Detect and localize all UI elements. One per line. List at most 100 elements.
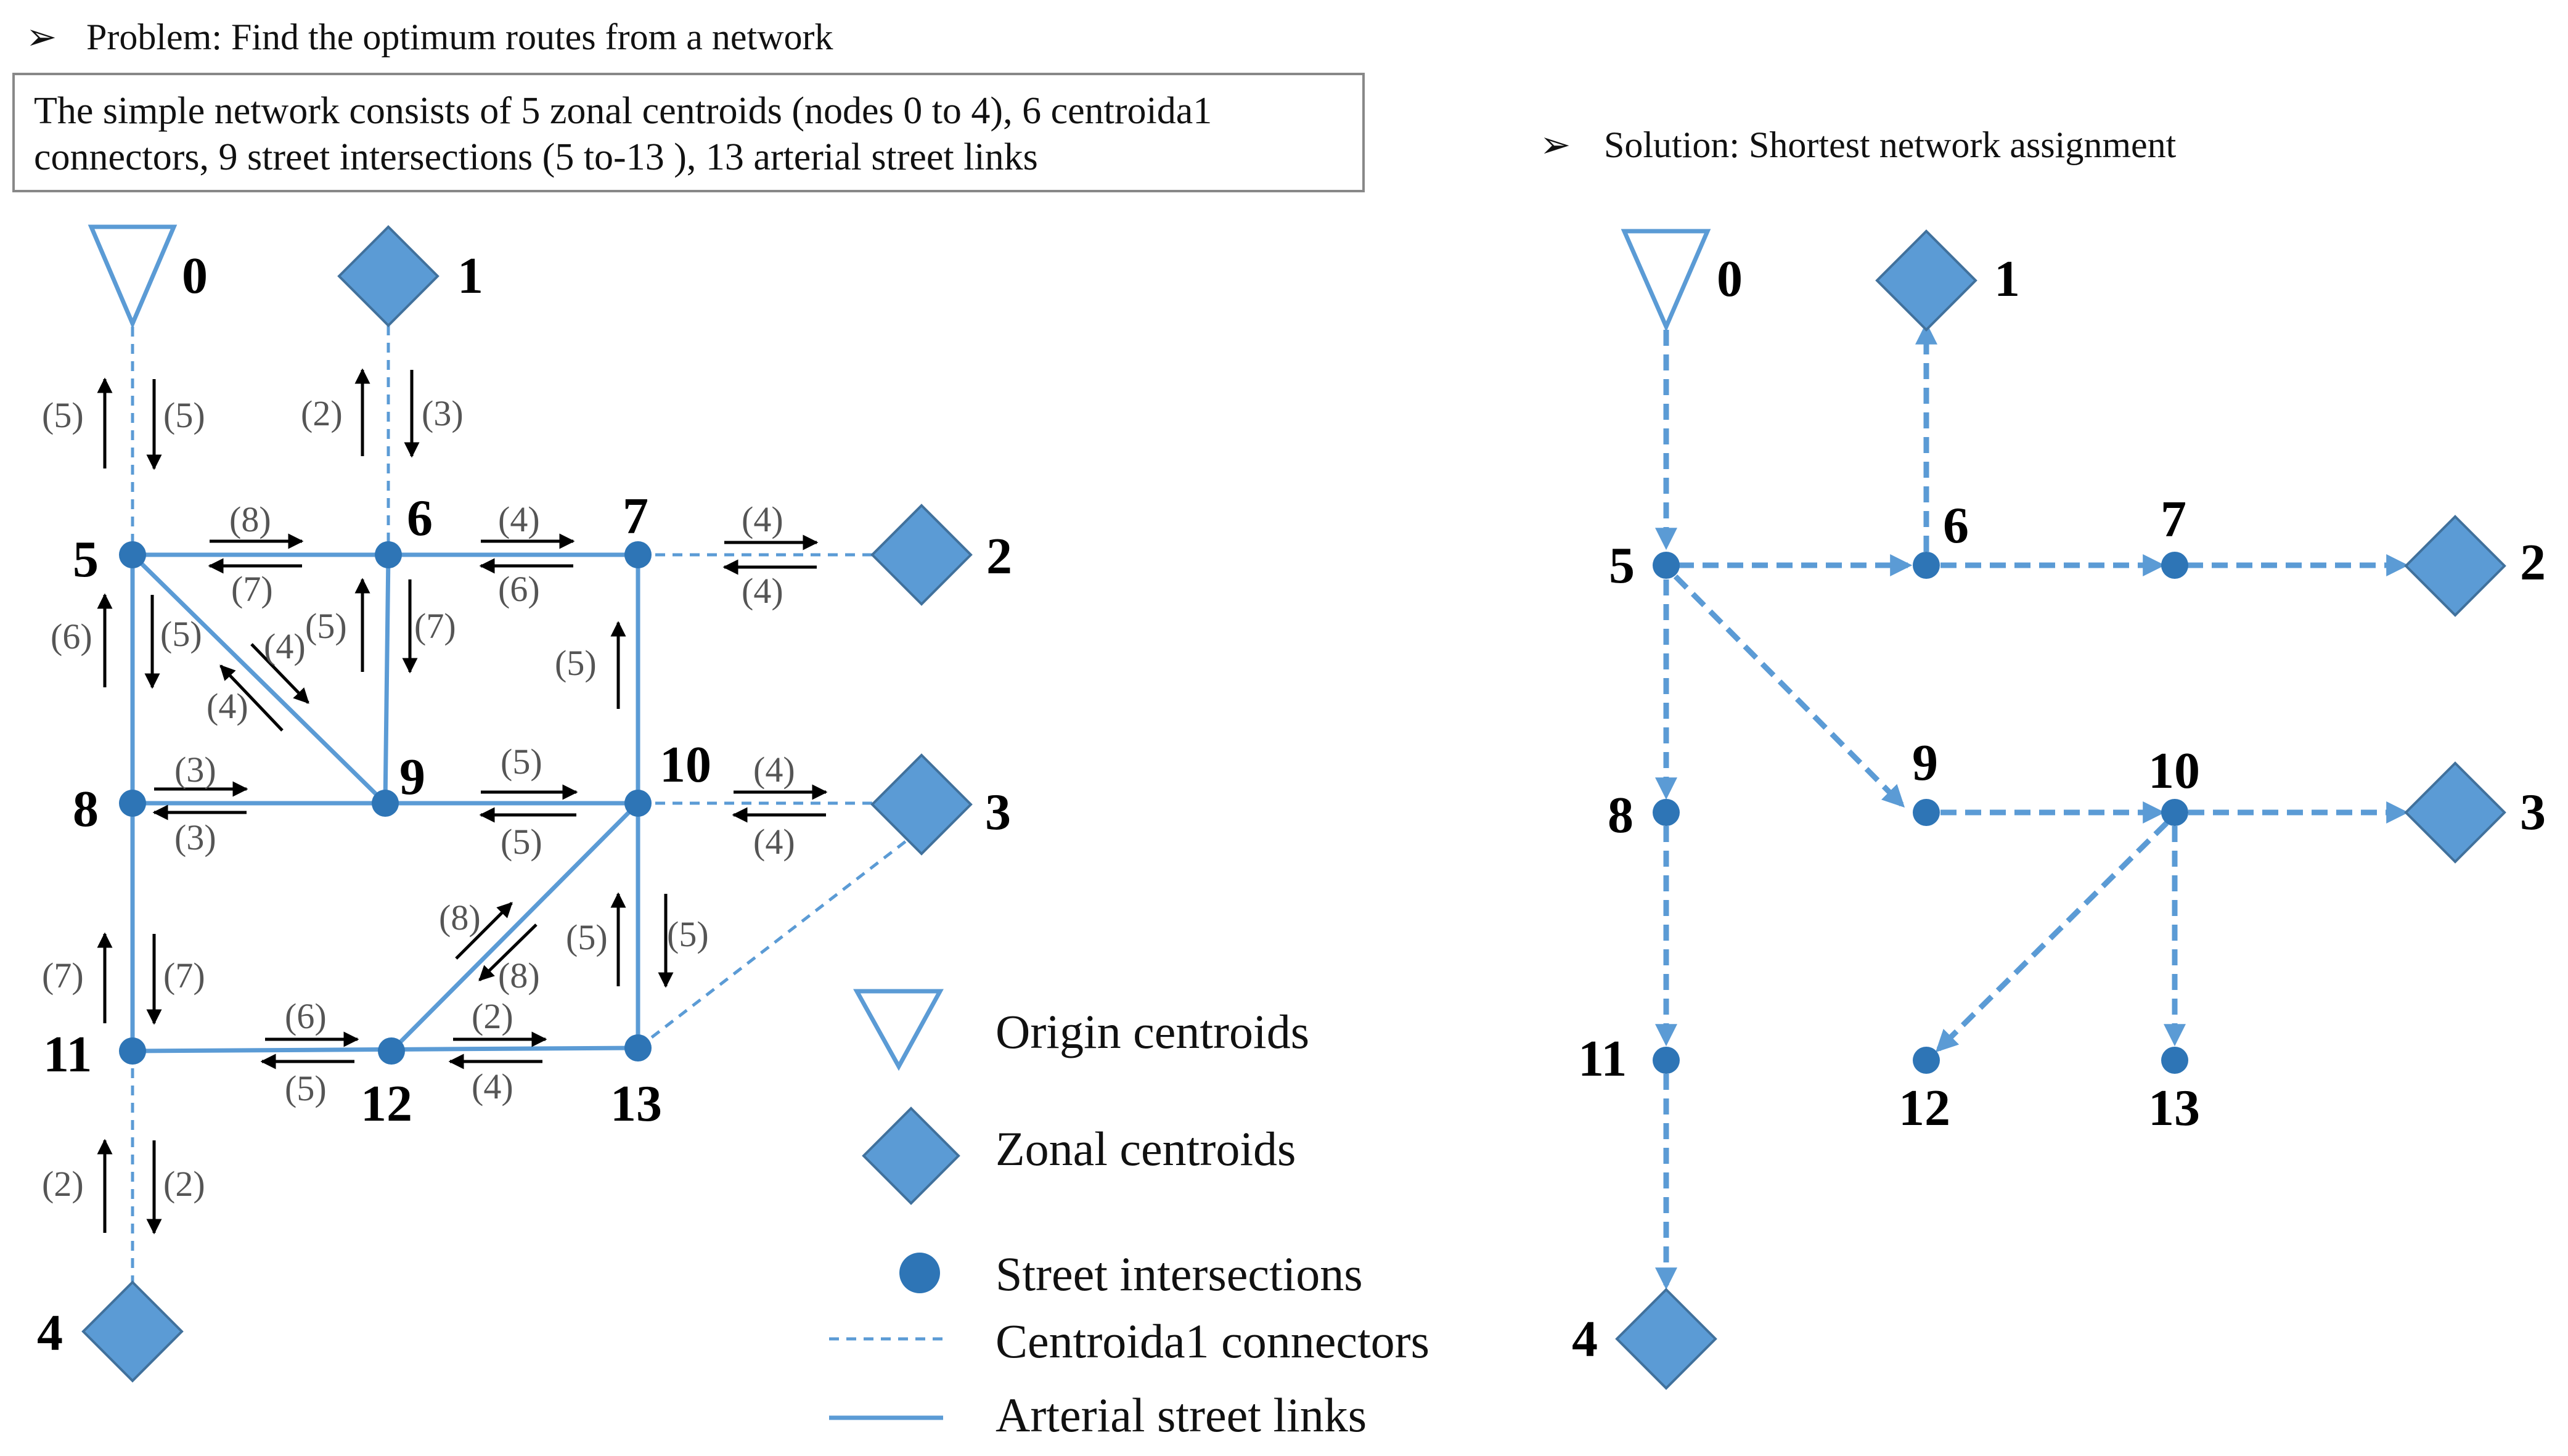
intersection-5	[119, 541, 146, 568]
weight-5-8-down: (5)	[160, 614, 202, 654]
solution-node-label-3: 3	[2520, 783, 2546, 841]
weight-10-13-up: (5)	[566, 917, 608, 957]
solution-intersection-7	[2161, 552, 2188, 579]
solution-node-label-12: 12	[1899, 1079, 1950, 1137]
node-label-12: 12	[361, 1075, 412, 1132]
solution-intersection-12	[1913, 1047, 1940, 1074]
weight-8-11-up: (7)	[42, 955, 84, 996]
legend-connectors-label: Centroida1 connectors	[996, 1314, 1429, 1368]
weight-6-7-back: (6)	[498, 569, 540, 609]
solution-intersection-11	[1653, 1047, 1680, 1074]
legend-intersection-symbol	[899, 1253, 940, 1293]
solution-intersection-5	[1653, 552, 1680, 579]
legend-origin-label: Origin centroids	[996, 1005, 1309, 1058]
weight-10-13-down: (5)	[667, 914, 709, 954]
solution-heading: Solution: Shortest network assignment	[1604, 125, 2177, 165]
problem-bullet: ➢	[26, 17, 57, 57]
solution-network: 0 1 2 3 4 5 6 7 8 9 10 11 12 13	[1572, 229, 2546, 1390]
solution-zonal-centroid-2	[2404, 515, 2506, 617]
solution-intersection-9	[1913, 799, 1940, 826]
node-label-9: 9	[399, 748, 425, 806]
node-label-6: 6	[407, 489, 433, 547]
weight-6-7-fwd: (4)	[498, 499, 540, 539]
solution-zonal-centroid-3	[2404, 761, 2506, 864]
weight-8-11-down: (7)	[163, 955, 205, 996]
weight-c10-3-back: (4)	[753, 822, 795, 862]
arrow-5-to-9	[250, 643, 309, 704]
legend-zonal-label: Zonal centroids	[996, 1122, 1296, 1176]
solution-node-label-2: 2	[2520, 534, 2546, 591]
node-label-11: 11	[43, 1026, 92, 1083]
node-label-0: 0	[182, 247, 208, 305]
solution-node-label-7: 7	[2161, 491, 2186, 548]
weight-5-9-down: (4)	[207, 686, 248, 726]
solution-intersection-8	[1653, 799, 1680, 826]
legend: Origin centroids Zonal centroids Street …	[829, 989, 1429, 1442]
weight-5-8-up: (6)	[51, 616, 92, 656]
description-line-1: The simple network consists of 5 zonal c…	[34, 90, 1212, 132]
solution-node-label-5: 5	[1609, 537, 1635, 594]
intersection-11	[119, 1037, 146, 1065]
solution-node-label-10: 10	[2148, 742, 2200, 800]
zonal-centroid-4	[81, 1280, 184, 1383]
solution-node-label-4: 4	[1572, 1311, 1598, 1368]
weight-5-9-up: (4)	[264, 626, 306, 666]
link-weights: (5) (5) (2) (3) (8) (7) (4) (6) (4) (4) …	[42, 393, 795, 1204]
weight-c1-6-up: (2)	[301, 393, 343, 433]
intersection-6	[375, 541, 402, 568]
weight-11-12-fwd: (6)	[285, 996, 327, 1036]
solution-zonal-centroid-1	[1875, 229, 1977, 332]
node-label-2: 2	[986, 528, 1012, 585]
problem-network: 0 1 2 3 4 5 6 7 8 9 10 11 12 13	[37, 224, 1012, 1383]
solution-origin-centroid-0	[1621, 229, 1711, 332]
intersection-8	[119, 790, 146, 817]
solution-node-label-6: 6	[1943, 497, 1969, 554]
legend-arterial-label: Arterial street links	[996, 1388, 1367, 1442]
weight-8-9-back: (3)	[174, 817, 216, 857]
weight-c7-2-fwd: (4)	[742, 499, 783, 539]
problem-heading: Problem: Find the optimum routes from a …	[86, 17, 833, 57]
legend-zonal-symbol	[862, 1106, 960, 1205]
weight-11-12-back: (5)	[285, 1068, 327, 1108]
link-6-9	[383, 554, 391, 804]
zonal-centroid-3	[870, 753, 973, 856]
solution-node-label-0: 0	[1717, 250, 1743, 308]
intersection-10	[624, 790, 652, 817]
weight-9-10-fwd: (5)	[501, 742, 542, 782]
solution-node-label-8: 8	[1608, 787, 1634, 844]
weight-12-13-fwd: (2)	[472, 996, 513, 1036]
solution-intersection-6	[1913, 552, 1940, 579]
weight-c10-3-fwd: (4)	[753, 750, 795, 790]
node-label-3: 3	[985, 783, 1011, 841]
node-label-10: 10	[660, 736, 711, 793]
solution-node-label-13: 13	[2148, 1079, 2200, 1137]
connector-13-3	[637, 828, 923, 1049]
weight-7-10-up: (5)	[555, 643, 597, 683]
node-label-4: 4	[37, 1304, 63, 1362]
weight-9-10-back: (5)	[501, 822, 542, 862]
zonal-centroid-1	[337, 225, 440, 327]
solution-intersection-10	[2161, 799, 2188, 826]
weight-12-13-back: (4)	[472, 1066, 513, 1106]
description-line-2: connectors, 9 street intersections (5 to…	[34, 136, 1038, 178]
weight-c1-6-down: (3)	[422, 393, 464, 433]
weight-12-10-down: (8)	[498, 955, 540, 996]
weight-c7-2-back: (4)	[742, 571, 783, 611]
solution-node-label-9: 9	[1912, 734, 1938, 791]
legend-origin-symbol	[853, 989, 944, 1071]
link-5-9	[131, 553, 387, 805]
legend-intersections-label: Street intersections	[996, 1247, 1363, 1301]
weight-c11-4-up: (2)	[42, 1164, 84, 1204]
weight-5-6-fwd: (8)	[229, 499, 271, 539]
solution-bullet: ➢	[1540, 125, 1571, 165]
intersection-13	[624, 1034, 652, 1061]
arrow-9-to-5	[219, 665, 284, 732]
direction-arrows	[97, 368, 828, 1235]
solution-node-label-11: 11	[1578, 1030, 1627, 1087]
origin-centroid-0	[88, 224, 178, 329]
weight-6-9-down: (7)	[414, 606, 456, 646]
node-label-13: 13	[610, 1075, 662, 1132]
solution-zonal-centroid-4	[1615, 1288, 1717, 1390]
weight-c11-4-down: (2)	[163, 1164, 205, 1204]
